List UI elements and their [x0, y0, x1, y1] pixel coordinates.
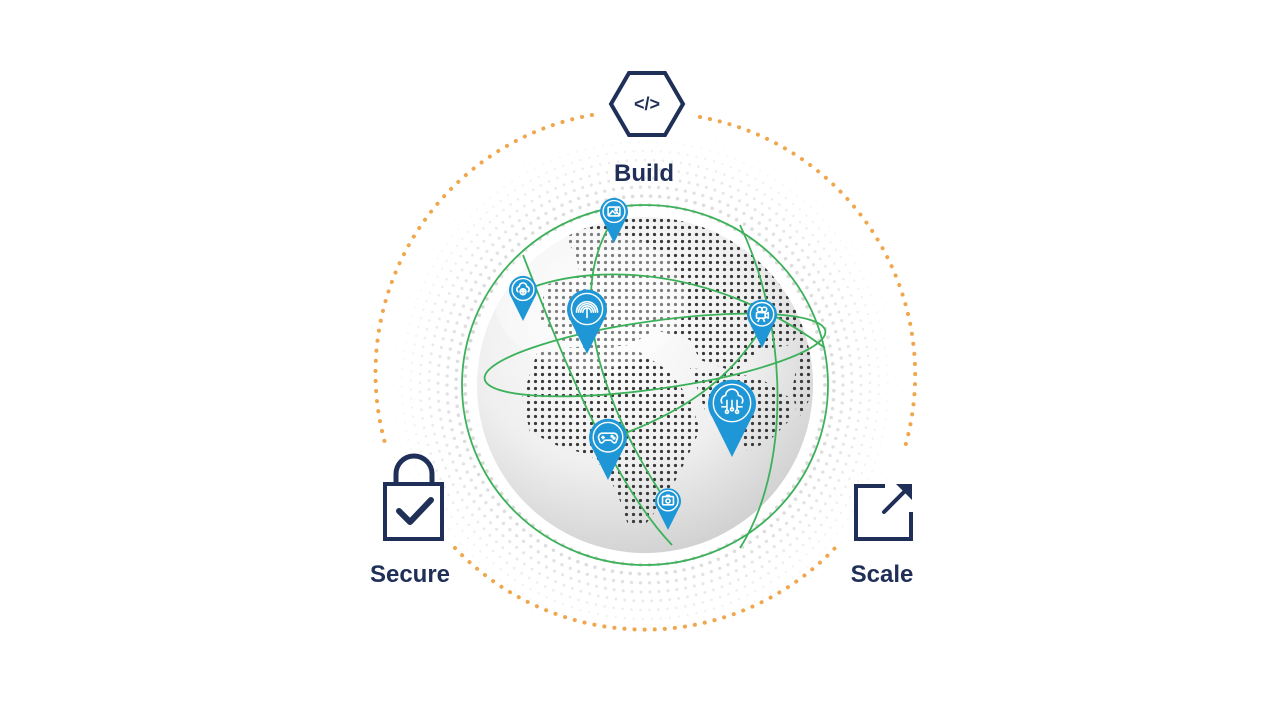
location-pin [600, 197, 628, 243]
cloud-network-icon [720, 388, 744, 415]
svg-text:</>: </> [634, 94, 660, 114]
pin-layer [509, 197, 777, 530]
padlock-check-icon [383, 453, 444, 541]
location-pin [747, 299, 777, 348]
expand-arrow-icon [854, 484, 913, 541]
location-pin [589, 418, 627, 480]
location-pin [509, 275, 537, 321]
code-hexagon-icon: </> [608, 71, 686, 137]
orbit-lines [461, 204, 829, 566]
fingerprint-icon [575, 300, 599, 319]
cloud-upload-icon [516, 282, 530, 296]
orange-dotted-ring [373, 113, 918, 632]
secure-label: Secure [369, 561, 451, 588]
screenshot-camera-icon [661, 494, 675, 506]
image-icon [607, 206, 621, 217]
video-camera-icon [755, 306, 770, 323]
location-pin [655, 488, 681, 530]
scale-label: Scale [850, 561, 914, 588]
location-pin [708, 379, 756, 457]
build-label: Build [614, 160, 674, 187]
location-pin [567, 289, 607, 354]
gamepad-icon [597, 432, 619, 444]
